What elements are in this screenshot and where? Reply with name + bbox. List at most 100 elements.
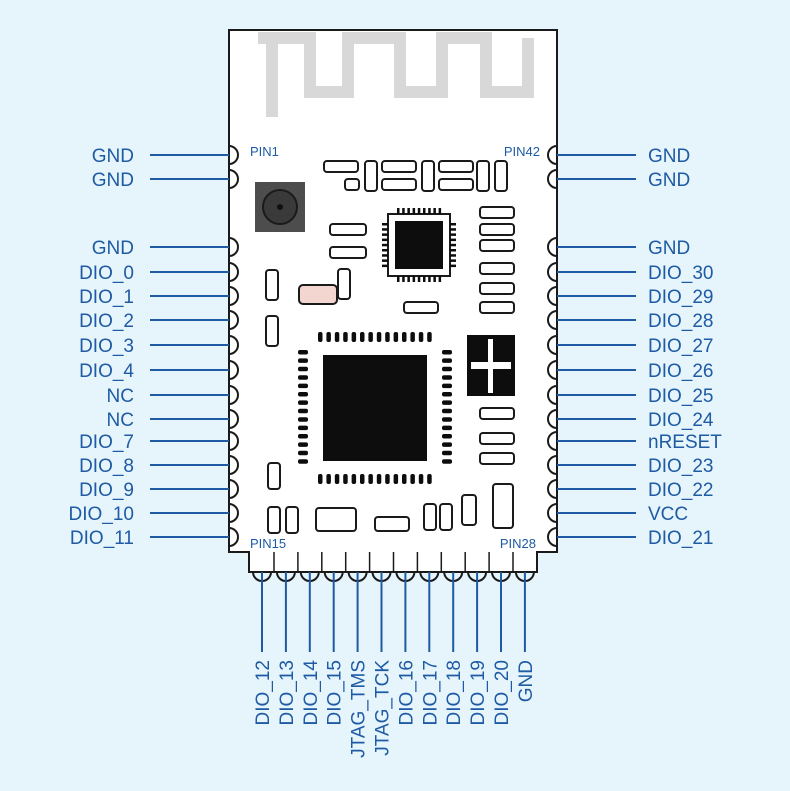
pin-label: DIO_30 bbox=[648, 263, 713, 284]
left-pin: DIO_1 bbox=[79, 286, 239, 308]
pin-pad bbox=[547, 286, 558, 306]
pin-label: DIO_22 bbox=[648, 480, 713, 501]
chip-pin bbox=[427, 474, 432, 484]
chip-pin bbox=[326, 332, 331, 342]
chip-pin bbox=[428, 208, 431, 214]
chip-pin bbox=[382, 243, 388, 247]
pin-label: DIO_14 bbox=[301, 660, 322, 726]
chip-pin bbox=[407, 276, 410, 282]
left-pin: GND bbox=[92, 237, 239, 259]
chip-pin bbox=[450, 243, 456, 247]
chip-pin bbox=[382, 264, 388, 268]
chip-pin bbox=[442, 383, 452, 389]
pin-pad bbox=[547, 335, 558, 355]
pin-pad bbox=[547, 479, 558, 499]
chip-pin bbox=[382, 223, 388, 226]
chip-pin bbox=[442, 392, 452, 397]
left-pin: GND bbox=[92, 145, 239, 167]
crystal-component bbox=[298, 284, 338, 305]
chip-pin bbox=[298, 366, 308, 372]
pin15-marker: PIN15 bbox=[250, 536, 286, 551]
pin-pad bbox=[547, 145, 558, 165]
chip-pin bbox=[442, 450, 452, 456]
chip-pin bbox=[298, 383, 308, 389]
pin-label: DIO_29 bbox=[648, 287, 713, 308]
chip-pin bbox=[418, 332, 424, 342]
pin-pad bbox=[547, 409, 558, 429]
pin-pad bbox=[228, 360, 239, 380]
pin-label: DIO_27 bbox=[648, 336, 713, 357]
chip-pin bbox=[382, 254, 388, 257]
chip-pin bbox=[334, 332, 340, 342]
left-pin: DIO_4 bbox=[79, 360, 239, 382]
pin-pad bbox=[547, 360, 558, 380]
bottom-pin: JTAG_TMS bbox=[347, 571, 370, 758]
lower-right-passives bbox=[267, 407, 515, 534]
chip-pin bbox=[412, 276, 416, 282]
pin-label: DIO_25 bbox=[648, 386, 713, 407]
pin-label: GND bbox=[648, 146, 690, 167]
pin-pad bbox=[547, 455, 558, 475]
right-pin-column: GNDGNDGNDDIO_30DIO_29DIO_28DIO_27DIO_26D… bbox=[547, 145, 722, 549]
chip-pin bbox=[410, 474, 415, 484]
pin-label: DIO_17 bbox=[420, 660, 441, 725]
pin-pad bbox=[228, 169, 239, 189]
pin-label: DIO_1 bbox=[79, 287, 134, 308]
chip-pin bbox=[376, 474, 382, 484]
chip-pin bbox=[368, 474, 373, 484]
pin-pad bbox=[547, 262, 558, 282]
main-qfn-chip bbox=[298, 332, 452, 484]
pin-label: NC bbox=[107, 410, 134, 431]
chip-pin bbox=[351, 474, 357, 484]
chip-pin bbox=[298, 417, 308, 422]
chip-pin bbox=[423, 208, 426, 214]
chip-pin bbox=[402, 208, 405, 214]
pin-pad bbox=[228, 237, 239, 257]
right-pin: GND bbox=[547, 145, 690, 167]
chip-pin bbox=[442, 366, 452, 372]
chip-pin bbox=[423, 276, 426, 282]
pin-pad bbox=[547, 527, 558, 547]
chip-pin bbox=[450, 238, 456, 242]
chip-pin bbox=[442, 425, 452, 431]
chip-pin bbox=[343, 474, 348, 484]
right-pin: DIO_26 bbox=[547, 360, 713, 382]
pin-label: DIO_13 bbox=[277, 660, 298, 725]
chip-pin bbox=[442, 375, 452, 380]
chip-pin bbox=[450, 259, 456, 262]
right-pin: DIO_25 bbox=[547, 385, 713, 407]
chip-pin bbox=[442, 358, 452, 363]
left-pin: DIO_7 bbox=[79, 431, 239, 453]
bottom-pin: DIO_16 bbox=[395, 571, 417, 725]
pin-label: DIO_12 bbox=[253, 660, 274, 725]
chip-pin bbox=[418, 474, 424, 484]
chip-pin bbox=[442, 350, 452, 355]
chip-pin bbox=[298, 408, 308, 414]
chip-pin bbox=[442, 417, 452, 422]
chip-pin bbox=[450, 254, 456, 257]
pin-label: GND bbox=[92, 146, 134, 167]
pin-pad bbox=[228, 431, 239, 451]
pin-label: DIO_28 bbox=[648, 311, 713, 332]
bottom-pin: DIO_17 bbox=[419, 571, 441, 725]
right-pin: DIO_27 bbox=[547, 335, 713, 357]
pin-pad bbox=[547, 310, 558, 330]
bottom-pin: DIO_13 bbox=[275, 571, 298, 725]
chip-pin bbox=[433, 208, 436, 214]
pin-pad bbox=[228, 310, 239, 330]
left-pin: DIO_8 bbox=[79, 455, 239, 477]
chip-pin bbox=[433, 276, 436, 282]
pin-pad bbox=[547, 503, 558, 523]
pin-label: VCC bbox=[648, 504, 688, 525]
left-pin: DIO_2 bbox=[79, 310, 239, 332]
left-pin: DIO_10 bbox=[69, 503, 239, 525]
chip-pin bbox=[442, 400, 452, 405]
chip-pin bbox=[298, 358, 308, 363]
chip-pin bbox=[393, 474, 399, 484]
left-pin: NC bbox=[107, 385, 239, 407]
chip-pin bbox=[334, 474, 340, 484]
pin-pad bbox=[228, 527, 239, 547]
chip-pin bbox=[407, 208, 410, 214]
bottom-pin: JTAG_TCK bbox=[371, 571, 394, 756]
